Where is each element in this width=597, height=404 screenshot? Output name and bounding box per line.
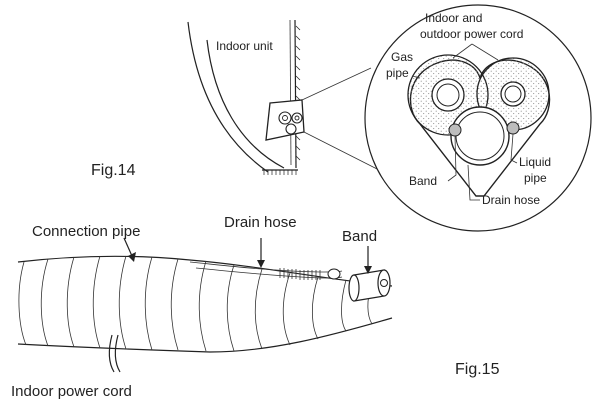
- connection-pipe-bottom-edge: [17, 317, 393, 353]
- band-label-fig14: Band: [409, 174, 437, 188]
- back-panel-hatching: [295, 25, 301, 161]
- fig14-caption: Fig.14: [91, 162, 136, 179]
- indoor-power-cord-line-b: [114, 334, 121, 373]
- band-right: [506, 121, 520, 135]
- band-label-fig15: Band: [342, 228, 377, 245]
- zoom-leader-top: [301, 67, 372, 101]
- leader-liquid-pipe: [510, 133, 518, 164]
- connection-pipe-label: Connection pipe: [32, 223, 140, 240]
- gas-pipe-label-line1: Gas: [391, 50, 413, 64]
- indoor-unit-label: Indoor unit: [216, 39, 273, 53]
- zoom-leader-bottom: [303, 131, 382, 172]
- liquid-pipe-label-line1: Liquid: [519, 155, 551, 169]
- indoor-unit-inner-curve: [206, 39, 285, 169]
- fig14-illustration: Indoor unit Indoor and outdoor power cor…: [91, 4, 592, 232]
- drain-hose-end: [327, 268, 341, 280]
- indoor-unit-back-panel: [294, 19, 297, 169]
- band-left: [448, 123, 462, 137]
- leader-band: [447, 135, 457, 182]
- drain-hose-tube-top: [189, 261, 343, 273]
- leader-power-cord-a: [452, 43, 473, 59]
- power-cord-label-line2: outdoor power cord: [420, 27, 523, 41]
- drain-hose-label-fig14: Drain hose: [482, 193, 540, 207]
- indoor-power-cord-line-a: [108, 334, 115, 373]
- indoor-power-cord-label: Indoor power cord: [11, 383, 132, 400]
- band-roll-left-end: [348, 274, 360, 302]
- zoom-content: [407, 43, 551, 201]
- leader-power-cord-b: [471, 43, 499, 61]
- wrap-tape-segments: [18, 255, 373, 352]
- liquid-pipe-label-line2: pipe: [524, 171, 547, 185]
- indoor-unit-back-panel-inner: [289, 19, 292, 166]
- small-liquid-pipe: [291, 112, 303, 124]
- power-cord-label-line1: Indoor and: [425, 11, 482, 25]
- leader-gas-pipe: [411, 75, 421, 79]
- band-roll-right-end: [377, 269, 391, 297]
- arrow-band: [364, 246, 372, 274]
- gas-pipe-label-line2: pipe: [386, 66, 409, 80]
- fig15-illustration: Connection pipe Drain hose Band Indoor p…: [11, 214, 500, 400]
- drain-hose-corrugation: [279, 268, 321, 280]
- drain-hose-label-fig15: Drain hose: [224, 214, 297, 231]
- small-gas-pipe: [278, 111, 292, 125]
- leader-drain-hose: [467, 164, 480, 201]
- arrow-drain-hose: [257, 238, 265, 268]
- bottom-frame-hatching: [263, 170, 297, 175]
- fig15-caption: Fig.15: [455, 361, 500, 378]
- small-drain-hose: [285, 123, 297, 135]
- indoor-unit-outline: [187, 21, 269, 173]
- arrow-connection-pipe: [123, 237, 136, 262]
- drain-hose-cross-section: [450, 106, 510, 166]
